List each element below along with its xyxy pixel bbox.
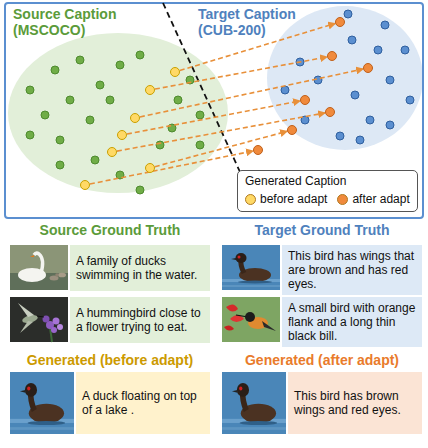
before-adapt-dot: [146, 164, 155, 173]
panel-frame: [5, 3, 423, 218]
source-dot: [26, 131, 34, 139]
legend-box: Generated Caption before adapt after adapt: [237, 170, 418, 212]
after-adapt-dot: [254, 146, 263, 155]
source-dot: [56, 161, 64, 169]
before-adapt-dot: [108, 148, 117, 157]
before-adapt-dot: [81, 181, 90, 190]
caption-text: A family of ducks swimming in the water.: [76, 254, 204, 282]
target-dot: [381, 21, 389, 29]
section-heading: Source Ground Truth: [10, 222, 210, 239]
after-adapt-dot: [301, 96, 310, 105]
source-dot: [196, 111, 204, 119]
after-adapt-dot: [336, 18, 345, 27]
caption-box: This bird has brown wings and red eyes.: [288, 372, 422, 434]
after-adapt-dot: [328, 52, 337, 61]
target-dot: [344, 10, 352, 18]
source-dot: [51, 66, 59, 74]
hummingbird-photo: [10, 297, 68, 342]
target-dot: [374, 46, 382, 54]
flower-bird-photo: [222, 297, 280, 342]
legend-title: Generated Caption: [245, 174, 410, 189]
source-dot: [196, 141, 204, 149]
after-adapt-dot: [326, 108, 335, 117]
source-dot: [116, 61, 124, 69]
source-dot: [136, 186, 144, 194]
legend-swatch: [337, 194, 348, 205]
legend-row: before adapt after adapt: [245, 192, 410, 207]
target-dot: [366, 116, 374, 124]
after-adapt-dot: [364, 64, 373, 73]
section-heading: Target Ground Truth: [222, 222, 422, 239]
region-fill: [267, 6, 423, 150]
source-dot: [91, 156, 99, 164]
legend-text: before adapt: [260, 192, 327, 207]
target-dot: [336, 132, 344, 140]
section-heading: Generated (before adapt): [10, 352, 210, 369]
source-dot: [66, 96, 74, 104]
caption-box: A hummingbird close to a flower trying t…: [70, 297, 210, 343]
target-region: Target Caption (CUB-200): [195, 4, 423, 154]
source-dot: [86, 116, 94, 124]
before-adapt-dot: [131, 114, 140, 123]
caption-box: This bird has wings that are brown and h…: [282, 245, 422, 295]
source-dot: [26, 86, 34, 94]
legend-swatch: [245, 194, 256, 205]
region-fill: [8, 33, 228, 193]
grebe-photo: [222, 245, 280, 290]
caption-text: A hummingbird close to a flower trying t…: [76, 306, 204, 334]
source-dot: [156, 141, 164, 149]
legend-text: after adapt: [352, 192, 409, 207]
caption-box: A family of ducks swimming in the water.: [70, 245, 210, 291]
swan-photo: [10, 245, 68, 290]
source-dot: [136, 51, 144, 59]
source-dot: [41, 111, 49, 119]
caption-box: A small bird with orange flank and a lon…: [282, 297, 422, 347]
target-dot: [406, 96, 414, 104]
region-title: Target Caption (CUB-200): [198, 6, 316, 38]
grebe-photo: [10, 372, 74, 434]
target-dot: [386, 121, 394, 129]
target-dot: [348, 36, 356, 44]
before-adapt-dot: [146, 86, 155, 95]
target-dot: [386, 76, 394, 84]
target-dot: [356, 136, 364, 144]
source-dot: [76, 56, 84, 64]
target-dot: [401, 46, 409, 54]
source-dot: [106, 96, 114, 104]
before-adapt-dot: [171, 68, 180, 77]
source-dot: [96, 81, 104, 89]
caption-text: This bird has wings that are brown and h…: [288, 249, 416, 291]
caption-text: A small bird with orange flank and a lon…: [288, 301, 416, 343]
source-dot: [56, 136, 64, 144]
grebe-photo: [222, 372, 286, 434]
after-adapt-dot: [288, 126, 297, 135]
caption-text: This bird has brown wings and red eyes.: [294, 389, 416, 417]
region-title: Source Caption (MSCOCO): [13, 6, 131, 38]
caption-box: A duck floating on top of a lake .: [76, 372, 210, 434]
section-heading: Generated (after adapt): [222, 352, 422, 369]
source-dot: [174, 96, 182, 104]
caption-text: A duck floating on top of a lake .: [82, 389, 204, 417]
before-adapt-dot: [118, 131, 127, 140]
target-dot: [351, 91, 359, 99]
